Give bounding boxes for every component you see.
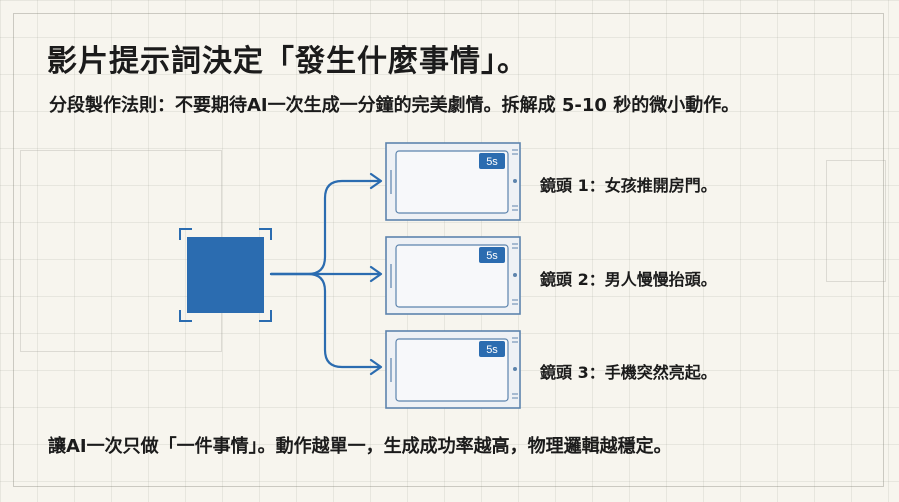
arrow-to-shot-1 bbox=[269, 179, 382, 276]
page-title: 影片提示詞決定「發生什麼事情」。 bbox=[47, 44, 528, 79]
arrowhead-3 bbox=[369, 358, 383, 376]
source-square-icon bbox=[179, 228, 272, 322]
decor-outline-right bbox=[826, 160, 886, 282]
shot-frame-3: 5s bbox=[385, 330, 521, 409]
shot-frame-2: 5s bbox=[385, 236, 521, 315]
arrow-to-shot-3 bbox=[269, 272, 382, 369]
shot-frame-1: 5s bbox=[385, 142, 521, 221]
shot-1-label: 鏡頭 1：女孩推開房門。 bbox=[540, 176, 717, 195]
arrowhead-1 bbox=[369, 172, 383, 190]
shot-3-label: 鏡頭 3：手機突然亮起。 bbox=[540, 363, 717, 382]
shot-2-badge: 5s bbox=[486, 250, 498, 262]
video-frame-icon: 5s 5s 5s bbox=[385, 142, 521, 409]
page-subtitle: 分段製作法則：不要期待AI一次生成一分鐘的完美劇情。拆解成 5-10 秒的微小動… bbox=[49, 95, 740, 116]
shot-2-label: 鏡頭 2：男人慢慢抬頭。 bbox=[540, 270, 717, 289]
footer-note: 讓AI一次只做「一件事情」。動作越單一，生成成功率越高，物理邏輯越穩定。 bbox=[48, 436, 672, 457]
shot-3-badge: 5s bbox=[486, 344, 498, 356]
page-border bbox=[13, 13, 884, 487]
shot-1-badge: 5s bbox=[486, 156, 498, 168]
arrowhead-2 bbox=[369, 265, 383, 283]
